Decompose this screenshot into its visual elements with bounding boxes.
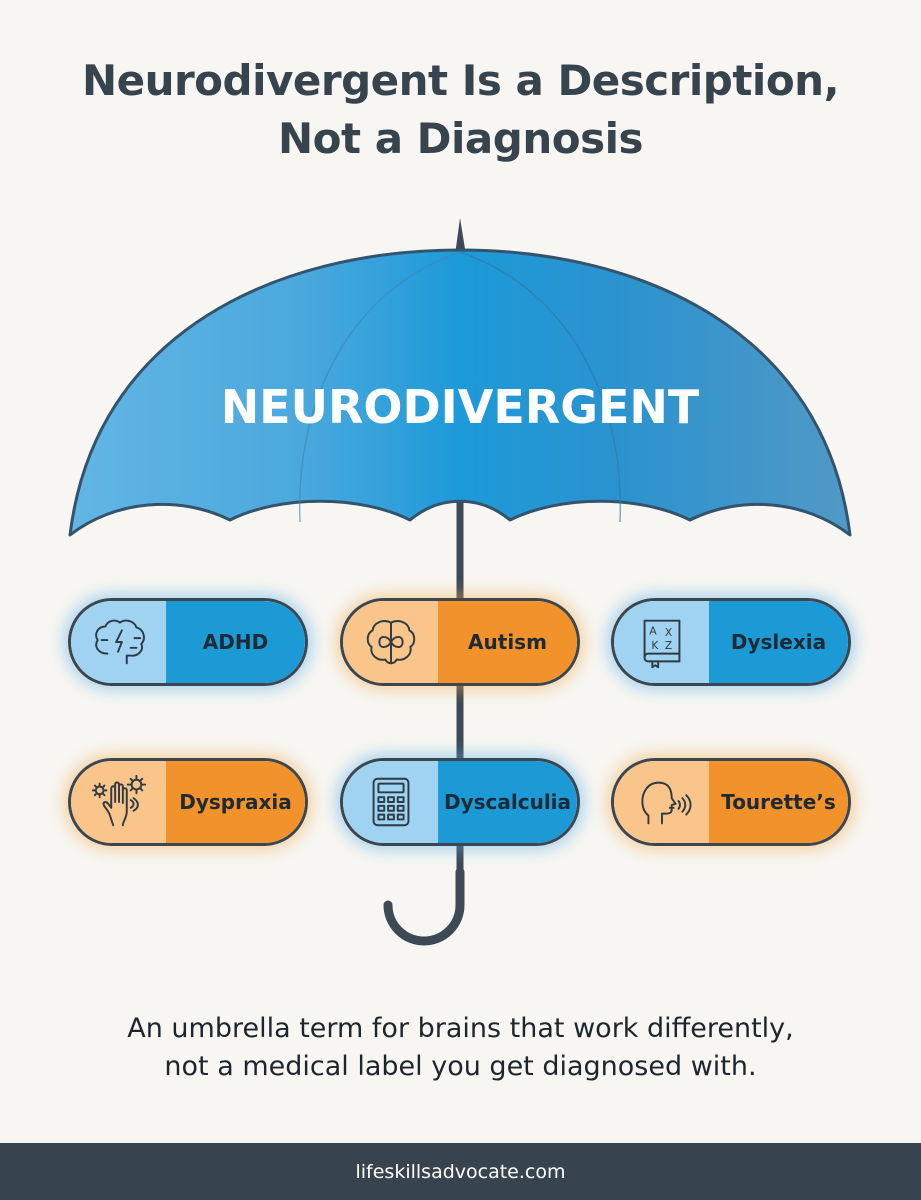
svg-text:X: X: [664, 626, 671, 639]
footer-url[interactable]: lifeskillsadvocate.com: [355, 1160, 566, 1183]
condition-icon-box: [71, 761, 166, 843]
condition-pill-adhd: ADHD: [68, 598, 308, 686]
title-line-2: Not a Diagnosis: [278, 114, 643, 163]
condition-pill-dyslexia: A X K Z Dyslexia: [611, 598, 851, 686]
calculator-icon: [372, 777, 409, 827]
canopy-panel-line-left: [298, 251, 461, 523]
brain-lightning-icon: [94, 619, 145, 665]
umbrella-handle-hook: [383, 867, 465, 946]
head-sound-icon: [640, 781, 692, 825]
umbrella-tip: [455, 218, 466, 255]
page-title: Neurodivergent Is a Description, Not a D…: [0, 52, 921, 168]
condition-icon-box: [614, 761, 709, 843]
condition-label: Dyspraxia: [166, 761, 305, 843]
condition-icon-box: [71, 601, 166, 683]
svg-text:K: K: [651, 639, 659, 652]
condition-pill-tourettes: Tourette’s: [611, 758, 851, 846]
svg-text:A: A: [649, 624, 657, 637]
umbrella-canopy: [68, 248, 852, 537]
title-line-1: Neurodivergent Is a Description,: [81, 56, 840, 105]
umbrella-label: NEURODIVERGENT: [221, 380, 700, 434]
tagline-line-2: not a medical label you get diagnosed wi…: [164, 1051, 757, 1082]
footer-bar: lifeskillsadvocate.com: [0, 1143, 921, 1200]
letter-book-icon: A X K Z: [643, 619, 680, 669]
condition-icon-box: [343, 601, 438, 683]
tagline-line-1: An umbrella term for brains that work di…: [127, 1013, 794, 1044]
hand-gears-icon: [91, 774, 146, 827]
condition-icon-box: A X K Z: [614, 601, 709, 683]
condition-label: Autism: [438, 601, 577, 683]
svg-text:Z: Z: [664, 639, 671, 652]
condition-label: Dyslexia: [709, 601, 848, 683]
condition-pill-autism: Autism: [340, 598, 580, 686]
condition-label: Tourette’s: [709, 761, 848, 843]
brain-infinity-icon: [366, 620, 415, 665]
tagline: An umbrella term for brains that work di…: [0, 1010, 921, 1086]
condition-icon-box: [343, 761, 438, 843]
condition-pill-dyscalculia: Dyscalculia: [340, 758, 580, 846]
condition-label: ADHD: [166, 601, 305, 683]
condition-label: Dyscalculia: [438, 761, 577, 843]
canopy-panel-line-right: [459, 251, 622, 523]
condition-pill-dyspraxia: Dyspraxia: [68, 758, 308, 846]
